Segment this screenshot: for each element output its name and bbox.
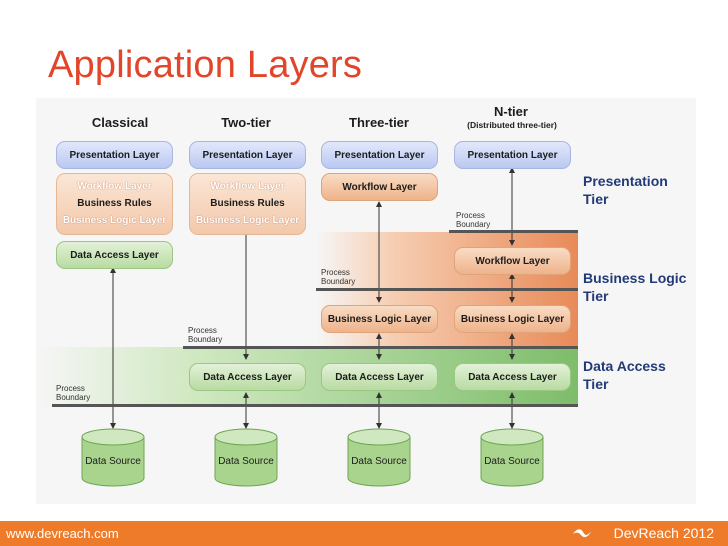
- business-rules-text: Business Rules: [77, 198, 152, 209]
- business-rules-text: Business Rules: [210, 198, 285, 209]
- data-access-layer-box: Data Access Layer: [56, 241, 173, 269]
- data-source-cylinder: Data Source: [80, 428, 146, 488]
- tier-label-business-logic: Business Logic Tier: [583, 270, 687, 304]
- data-source-cylinder: Data Source: [346, 428, 412, 488]
- column-subheading-n-tier: (Distributed three-tier): [467, 120, 557, 130]
- presentation-layer-box: Presentation Layer: [454, 141, 571, 169]
- tier-label-data-access: Data Access Tier: [583, 358, 666, 392]
- combined-logic-stack: Workflow Layer Business Rules Business L…: [189, 173, 306, 235]
- column-heading-classical: Classical: [91, 115, 149, 130]
- presentation-layer-box: Presentation Layer: [189, 141, 306, 169]
- presentation-layer-box: Presentation Layer: [321, 141, 438, 169]
- database-icon: [214, 428, 278, 487]
- workflow-layer-box: Workflow Layer: [321, 173, 438, 201]
- tier-label-presentation: Presentation Tier: [583, 173, 668, 207]
- data-source-cylinder: Data Source: [479, 428, 545, 488]
- data-access-layer-box: Data Access Layer: [189, 363, 306, 391]
- business-logic-layer-box: Business Logic Layer: [454, 305, 571, 333]
- database-icon: [81, 428, 145, 487]
- workflow-layer-text: Workflow Layer: [77, 181, 152, 192]
- data-source-label: Data Source: [218, 456, 274, 467]
- process-boundary-line: [316, 288, 578, 291]
- process-boundary-label: Process Boundary: [188, 326, 223, 344]
- devreach-logo-icon: [573, 529, 591, 538]
- footer-brand: DevReach 2012: [613, 525, 714, 541]
- column-heading-three-tier: Three-tier: [349, 115, 409, 130]
- process-boundary-label: Process Boundary: [56, 384, 91, 402]
- column-heading-n-tier: N-tier: [494, 104, 528, 119]
- footer-url: www.devreach.com: [6, 526, 119, 541]
- process-boundary-line: [449, 230, 578, 233]
- data-source-label: Data Source: [484, 456, 540, 467]
- data-source-label: Data Source: [85, 456, 141, 467]
- business-logic-layer-text: Business Logic Layer: [62, 215, 167, 226]
- workflow-layer-text: Workflow Layer: [210, 181, 285, 192]
- data-access-layer-box: Data Access Layer: [321, 363, 438, 391]
- data-source-cylinder: Data Source: [213, 428, 279, 488]
- column-heading-two-tier: Two-tier: [221, 115, 271, 130]
- combined-logic-stack: Workflow Layer Business Rules Business L…: [56, 173, 173, 235]
- process-boundary-label: Process Boundary: [321, 268, 356, 286]
- business-logic-layer-box: Business Logic Layer: [321, 305, 438, 333]
- data-source-label: Data Source: [351, 456, 407, 467]
- business-logic-layer-text: Business Logic Layer: [195, 215, 300, 226]
- process-boundary-line: [52, 404, 578, 407]
- footer-bar: www.devreach.com DevReach 2012: [0, 521, 728, 546]
- process-boundary-line: [183, 346, 578, 349]
- database-icon: [480, 428, 544, 487]
- slide-title: Application Layers: [48, 44, 363, 86]
- database-icon: [347, 428, 411, 487]
- process-boundary-label: Process Boundary: [456, 211, 491, 229]
- workflow-layer-box: Workflow Layer: [454, 247, 571, 275]
- presentation-layer-box: Presentation Layer: [56, 141, 173, 169]
- data-access-layer-box: Data Access Layer: [454, 363, 571, 391]
